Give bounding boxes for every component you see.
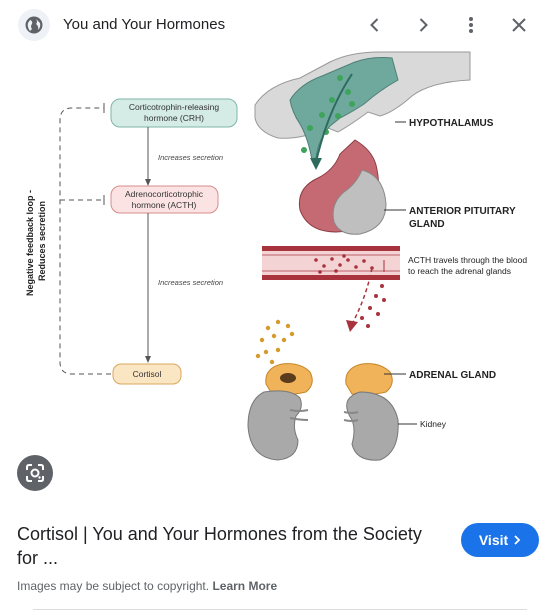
- site-title: You and Your Hormones: [63, 16, 226, 33]
- adrenal-gland-right: [345, 363, 393, 396]
- crh-label-line1: Corticotrophin-releasing: [129, 102, 220, 112]
- increases-secretion-label-1: Increases secretion: [158, 153, 223, 162]
- divider: [33, 609, 527, 610]
- pituitary-label-line2: GLAND: [409, 219, 445, 230]
- hypothalamus-label: HYPOTHALAMUS: [409, 118, 494, 129]
- blood-vessel: [262, 246, 400, 280]
- acth-travel-label-line1: ACTH travels through the blood: [408, 255, 527, 265]
- kidney-label: Kidney: [420, 419, 447, 429]
- increases-secretion-label-2: Increases secretion: [158, 278, 223, 287]
- chevron-right-icon: [419, 18, 428, 32]
- more-options-button[interactable]: [456, 10, 486, 40]
- next-button[interactable]: [408, 10, 438, 40]
- hypothalamus-shape: [289, 57, 399, 161]
- lens-search-button[interactable]: [17, 455, 53, 491]
- acth-box: [110, 185, 219, 214]
- visit-button[interactable]: Visit: [461, 523, 539, 557]
- adrenal-gland-label: ADRENAL GLAND: [409, 370, 496, 381]
- learn-more-link[interactable]: Learn More: [212, 579, 278, 593]
- visit-label: Visit: [478, 532, 509, 548]
- cortisol-label: Cortisol: [133, 369, 162, 379]
- close-icon: [512, 18, 526, 32]
- copyright-text: Images may be subject to copyright.: [17, 579, 210, 593]
- copyright-notice: Images may be subject to copyright. Lear…: [17, 579, 277, 593]
- posterior-pituitary-shape: [332, 169, 387, 235]
- kidney-left: [247, 390, 302, 461]
- more-vert-icon: [469, 17, 473, 33]
- acth-label-line1: Adrenocorticotrophic: [125, 189, 204, 199]
- chevron-left-icon: [370, 18, 379, 32]
- result-title[interactable]: Cortisol | You and Your Hormones from th…: [17, 524, 422, 568]
- acth-label-line2: hormone (ACTH): [132, 200, 197, 210]
- crh-label-line2: hormone (CRH): [144, 113, 204, 123]
- chevron-right-icon: [514, 535, 521, 545]
- close-button[interactable]: [504, 10, 534, 40]
- feedback-label-line1: Negative feedback loop -: [25, 190, 35, 296]
- lens-icon: [26, 464, 44, 482]
- top-bar: You and Your Hormones: [0, 0, 560, 50]
- pituitary-label-line1: ANTERIOR PITUITARY: [409, 206, 516, 217]
- globe-icon[interactable]: [18, 9, 50, 41]
- preview-image[interactable]: Corticotrophin-releasing hormone (CRH) I…: [0, 50, 560, 497]
- previous-button[interactable]: [360, 10, 390, 40]
- crh-box: [110, 98, 238, 128]
- cortisol-box: [112, 363, 182, 385]
- feedback-label-line2: Reduces secretion: [37, 201, 47, 281]
- kidney-right: [346, 391, 399, 461]
- cortisol-diagram: Corticotrophin-releasing hormone (CRH) I…: [25, 51, 527, 461]
- acth-travel-label-line2: to reach the adrenal glands: [408, 266, 511, 276]
